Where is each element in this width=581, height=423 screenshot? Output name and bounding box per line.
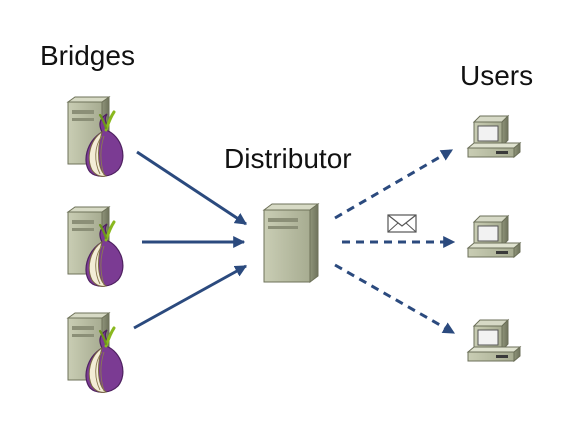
users-label: Users [460, 60, 534, 91]
bridge-to-distributor-arrow [133, 264, 248, 330]
user-computer-icon [467, 115, 521, 158]
tor-bridge-server-icon [66, 95, 125, 178]
distributor-to-user-arrow [334, 263, 456, 335]
user-computer-icon [467, 215, 521, 258]
tor-bridge-server-icon [66, 205, 125, 288]
envelope-icon [387, 214, 417, 233]
distributor-to-user-arrow [334, 148, 454, 220]
user-computer-icon [467, 319, 521, 362]
tor-bridge-server-icon [66, 311, 125, 394]
bridges-label: Bridges [40, 40, 135, 71]
distributor-server-icon [262, 203, 320, 283]
bridge-to-distributor-arrow [136, 150, 248, 226]
distributor-label: Distributor [224, 143, 352, 174]
